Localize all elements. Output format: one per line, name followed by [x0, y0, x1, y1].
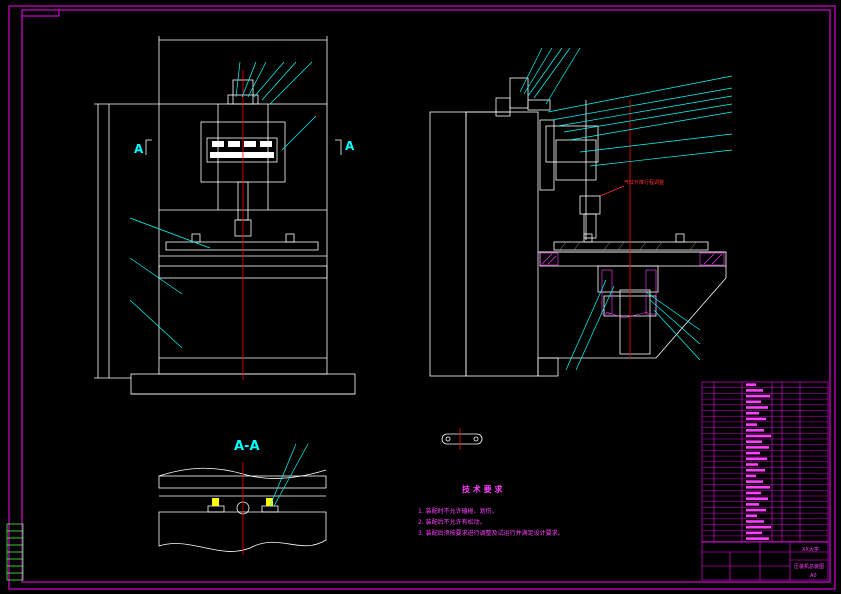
bom-cell-mark [746, 480, 763, 483]
note-item-2: 2. 装配后不允许有松动。 [418, 518, 486, 526]
bom-cell-mark [746, 474, 756, 478]
bom-cell-mark [746, 537, 769, 540]
section-marker-left: A [134, 142, 144, 156]
bom-cell-mark [746, 451, 760, 455]
bom-cell-mark [746, 440, 762, 443]
bom-cell-text [746, 383, 771, 540]
front-view-text-blocks [210, 141, 274, 158]
bom-cell-mark [746, 497, 768, 500]
section-view-leaders [269, 443, 309, 507]
bom-cell-mark [746, 531, 762, 535]
bom-cell-mark [746, 389, 763, 392]
cylinder-callout: 气缸升降行程调整 [599, 179, 664, 197]
front-view-leaders [129, 61, 317, 349]
title-block-drawing-name: 压装机总装图 [794, 563, 824, 570]
bom-cell-mark [746, 406, 768, 409]
section-markers [145, 139, 342, 155]
bom-cell-mark [746, 463, 758, 466]
title-block-school: XX大学 [802, 546, 819, 553]
section-marker-right: A [345, 139, 355, 153]
bom-cell-mark [746, 434, 771, 438]
bom-cell-mark [746, 508, 766, 512]
drawing-frame [8, 5, 836, 590]
bom-row-lines [702, 387, 828, 542]
note-item-1: 1. 装配时不允许磕碰、划伤。 [418, 507, 498, 515]
bom-cell-mark [746, 446, 769, 449]
bom-cell-mark [746, 503, 759, 506]
bom-cell-mark [746, 514, 757, 518]
section-view [158, 467, 327, 552]
notes-title: 技 术 要 求 [462, 484, 503, 494]
bom-cell-mark [746, 457, 767, 461]
bom-cell-mark [746, 400, 761, 404]
note-item-3: 3. 装配后须按要求进行调整及试运行并满足设计要求。 [418, 529, 564, 537]
bom-cell-mark [746, 411, 759, 415]
side-view-leaders [519, 47, 733, 371]
bom-table [701, 381, 829, 543]
side-view-hatch [539, 252, 725, 319]
cylinder-callout-text: 气缸升降行程调整 [624, 179, 664, 186]
side-view [429, 77, 727, 377]
bom-cell-mark [746, 520, 764, 523]
section-view-title: A-A [234, 439, 260, 454]
bom-cell-mark [746, 468, 765, 472]
bom-cell-mark [746, 491, 761, 495]
bom-cell-mark [746, 486, 770, 489]
left-margin-stamp [6, 523, 24, 581]
detail-part [441, 428, 483, 450]
bom-cell-mark [746, 423, 757, 426]
section-view-clamps [212, 498, 273, 506]
bom-cell-mark [746, 417, 766, 421]
bom-cell-mark [746, 525, 771, 529]
bom-cell-mark [746, 429, 764, 432]
bom-cell-mark [746, 394, 770, 398]
front-view [94, 36, 356, 395]
bom-cell-mark [746, 383, 756, 386]
title-block [701, 541, 829, 581]
side-view-table-hatch [559, 241, 697, 251]
title-block-drawing-no: A0 [810, 573, 817, 579]
